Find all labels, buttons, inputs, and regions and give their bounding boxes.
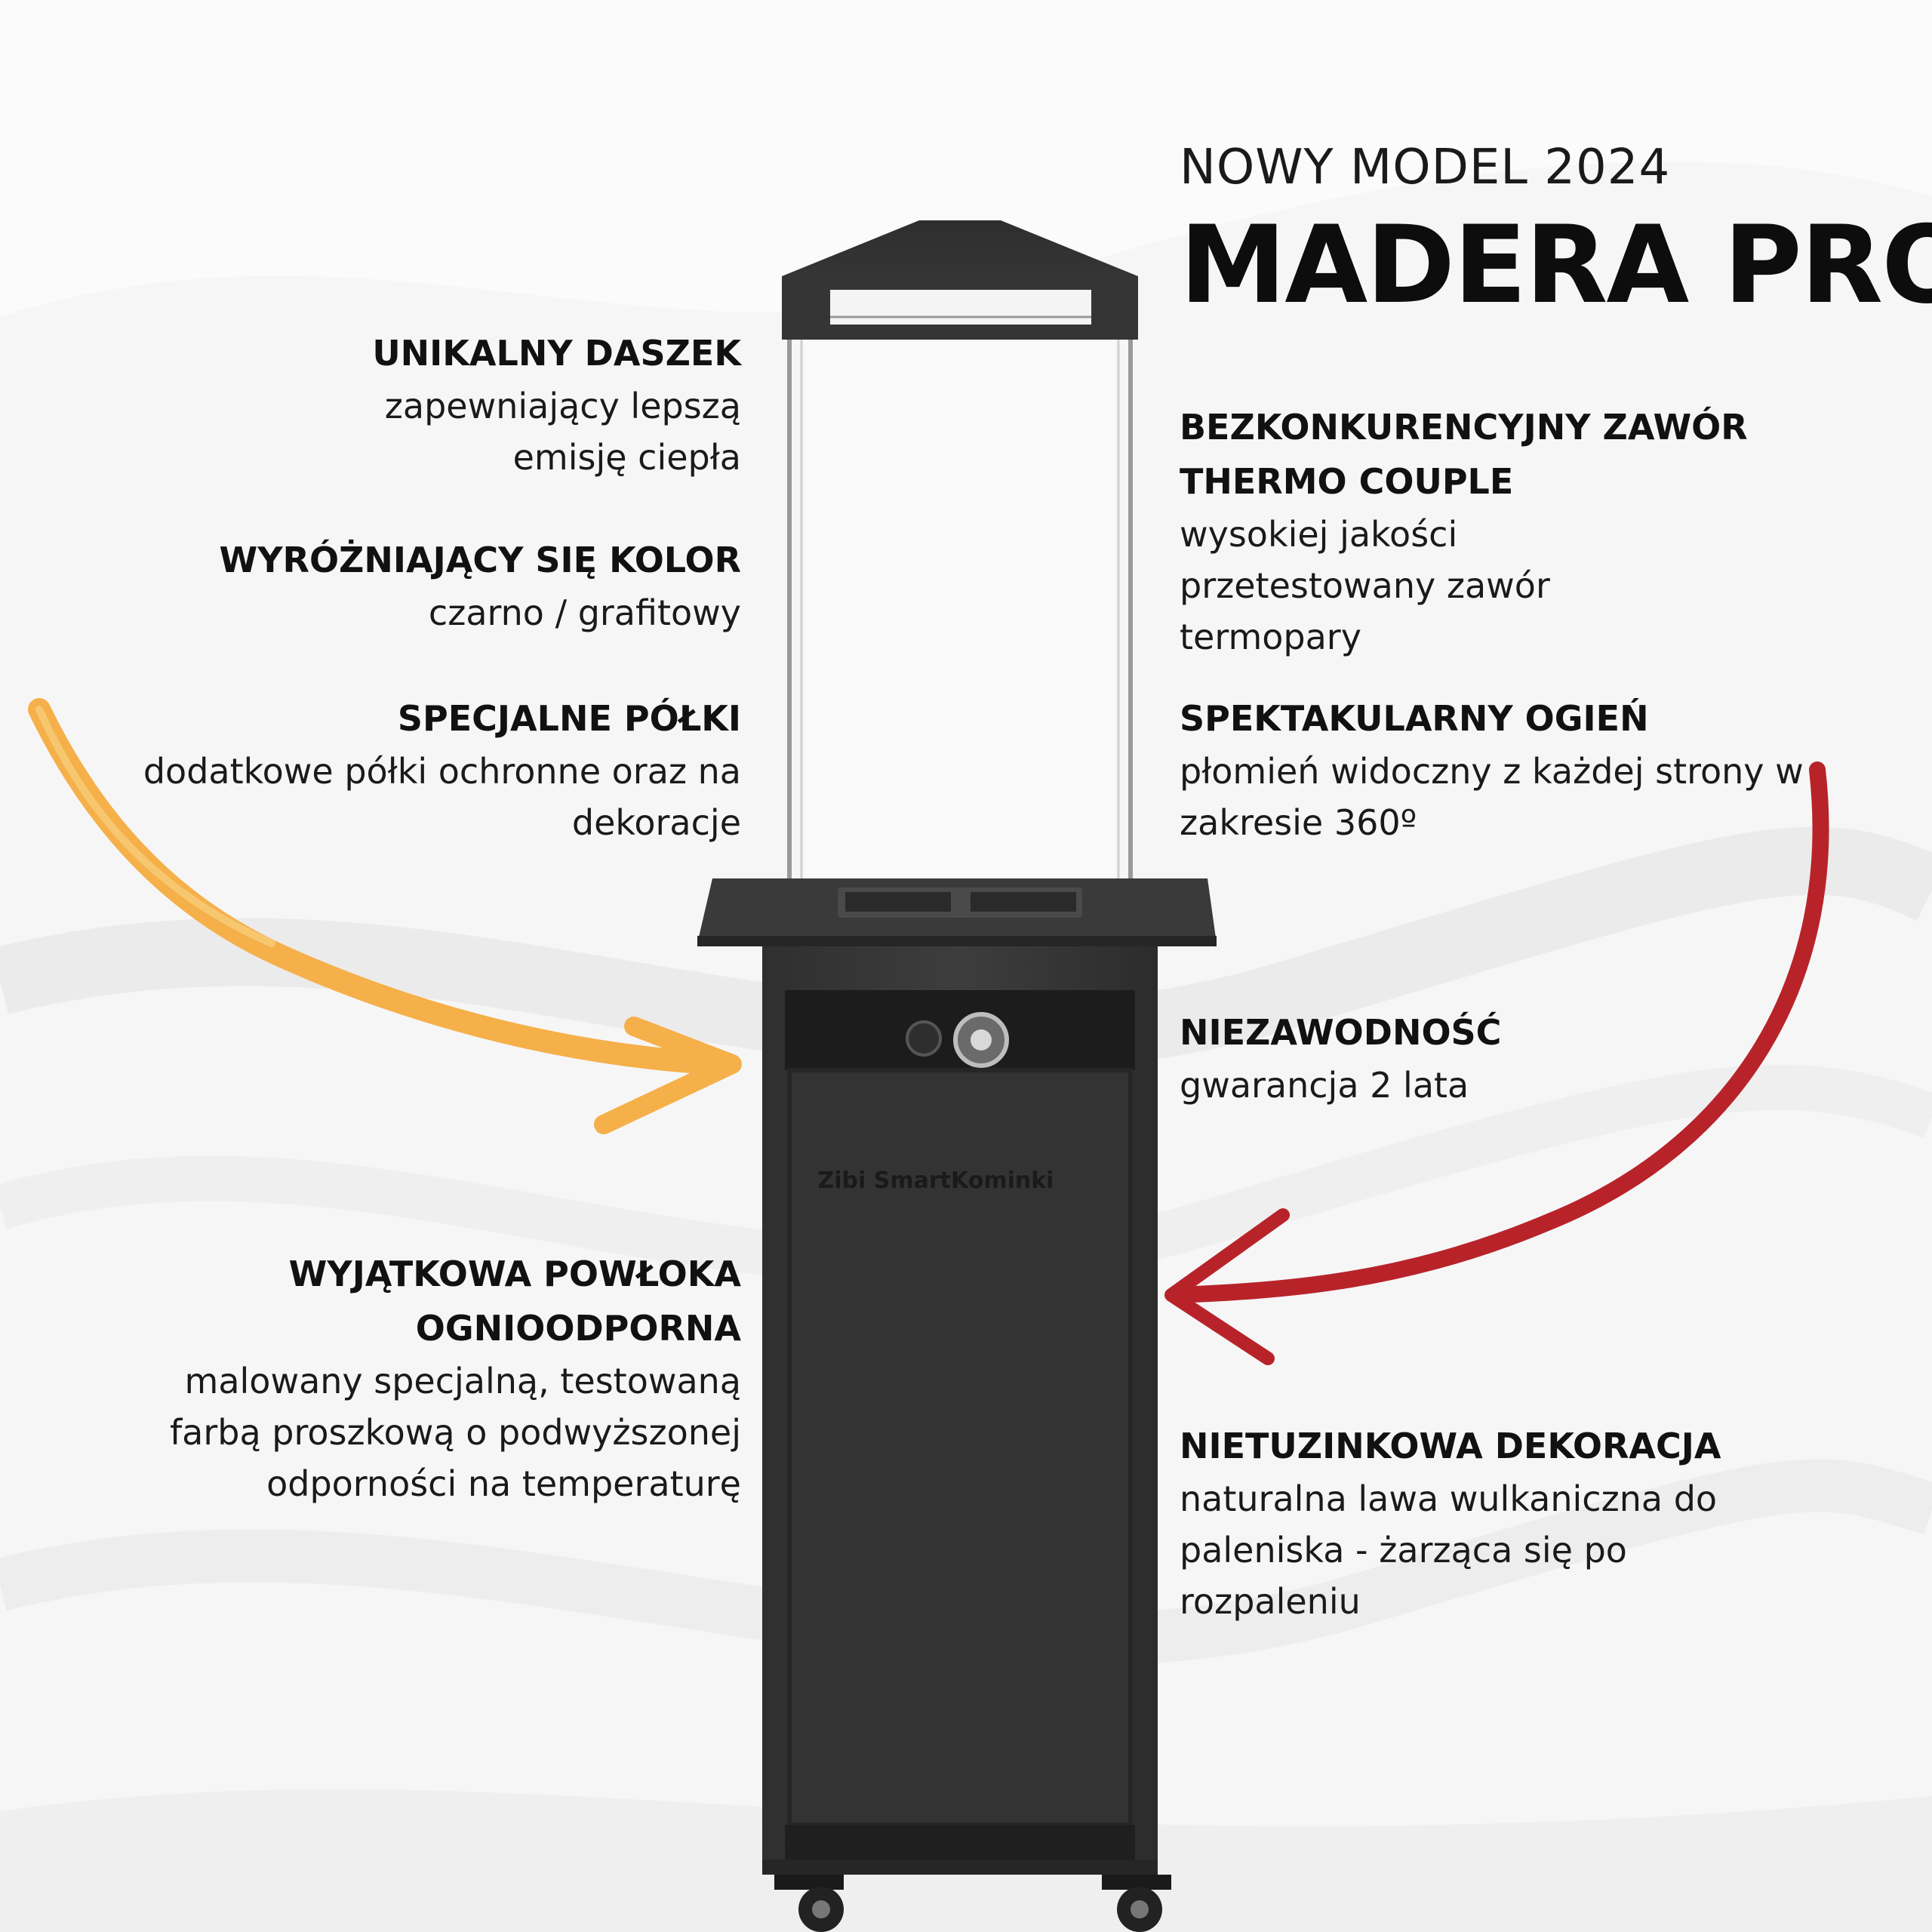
- feature-heading: BEZKONKURENCYJNY ZAWÓR THERMO COUPLE: [1180, 407, 1748, 502]
- feature-description: zapewniający lepszą emisję ciepła: [384, 386, 741, 478]
- feature-heading: NIETUZINKOWA DEKORACJA: [1180, 1426, 1721, 1466]
- feature-heading: WYRÓŻNIAJĄCY SIĘ KOLOR: [219, 540, 741, 580]
- arrow-left-icon: [28, 698, 742, 1134]
- brand-label: Zibi SmartKominki: [818, 1168, 1054, 1194]
- feature-heading: NIEZAWODNOŚĆ: [1180, 1012, 1502, 1053]
- feature-heading: WYJĄTKOWA POWŁOKA OGNIOODPORNA: [288, 1254, 741, 1349]
- feature-description: malowany specjalną, testowaną farbą pros…: [169, 1361, 741, 1504]
- feature-heading: SPECJALNE PÓŁKI: [397, 698, 741, 739]
- feature-color: WYRÓŻNIAJĄCY SIĘ KOLOR czarno / grafitow…: [47, 533, 741, 638]
- feature-description: gwarancja 2 lata: [1180, 1065, 1469, 1106]
- product-title: MADERA PRO: [1180, 203, 1932, 328]
- heater-roof: [782, 220, 1138, 340]
- feature-heading: SPEKTAKULARNY OGIEŃ: [1180, 698, 1649, 739]
- heater-top-tray: [697, 878, 1217, 946]
- feature-decoration: NIETUZINKOWA DEKORACJA naturalna lawa wu…: [1180, 1419, 1859, 1627]
- feature-shelves: SPECJALNE PÓŁKI dodatkowe półki ochronne…: [47, 691, 741, 848]
- feature-heading: UNIKALNY DASZEK: [372, 333, 741, 374]
- feature-description: czarno / grafitowy: [428, 592, 741, 633]
- feature-description: płomień widoczny z każdej strony w zakre…: [1180, 751, 1804, 843]
- heater-wheels: [774, 1875, 1171, 1932]
- heater-body: Zibi SmartKominki: [762, 946, 1158, 1875]
- glass-enclosure: [787, 340, 1133, 884]
- feature-valve: BEZKONKURENCYJNY ZAWÓR THERMO COUPLE wys…: [1180, 400, 1859, 663]
- feature-roof: UNIKALNY DASZEK zapewniający lepszą emis…: [47, 326, 741, 483]
- feature-description: naturalna lawa wulkaniczna do paleniska …: [1180, 1478, 1718, 1622]
- model-year-subtitle: NOWY MODEL 2024: [1180, 140, 1671, 195]
- feature-description: dodatkowe półki ochronne oraz na dekorac…: [143, 751, 741, 843]
- header: NOWY MODEL 2024 MADERA PRO: [1180, 136, 1932, 329]
- feature-coating: WYJĄTKOWA POWŁOKA OGNIOODPORNA malowany …: [47, 1247, 741, 1509]
- feature-fire: SPEKTAKULARNY OGIEŃ płomień widoczny z k…: [1180, 691, 1859, 848]
- arrow-right-icon: [1164, 761, 1829, 1365]
- cabinet-door[interactable]: [787, 1068, 1133, 1827]
- feature-description: wysokiej jakości przetestowany zawór ter…: [1180, 514, 1550, 657]
- feature-reliability: NIEZAWODNOŚĆ gwarancja 2 lata: [1180, 1005, 1859, 1111]
